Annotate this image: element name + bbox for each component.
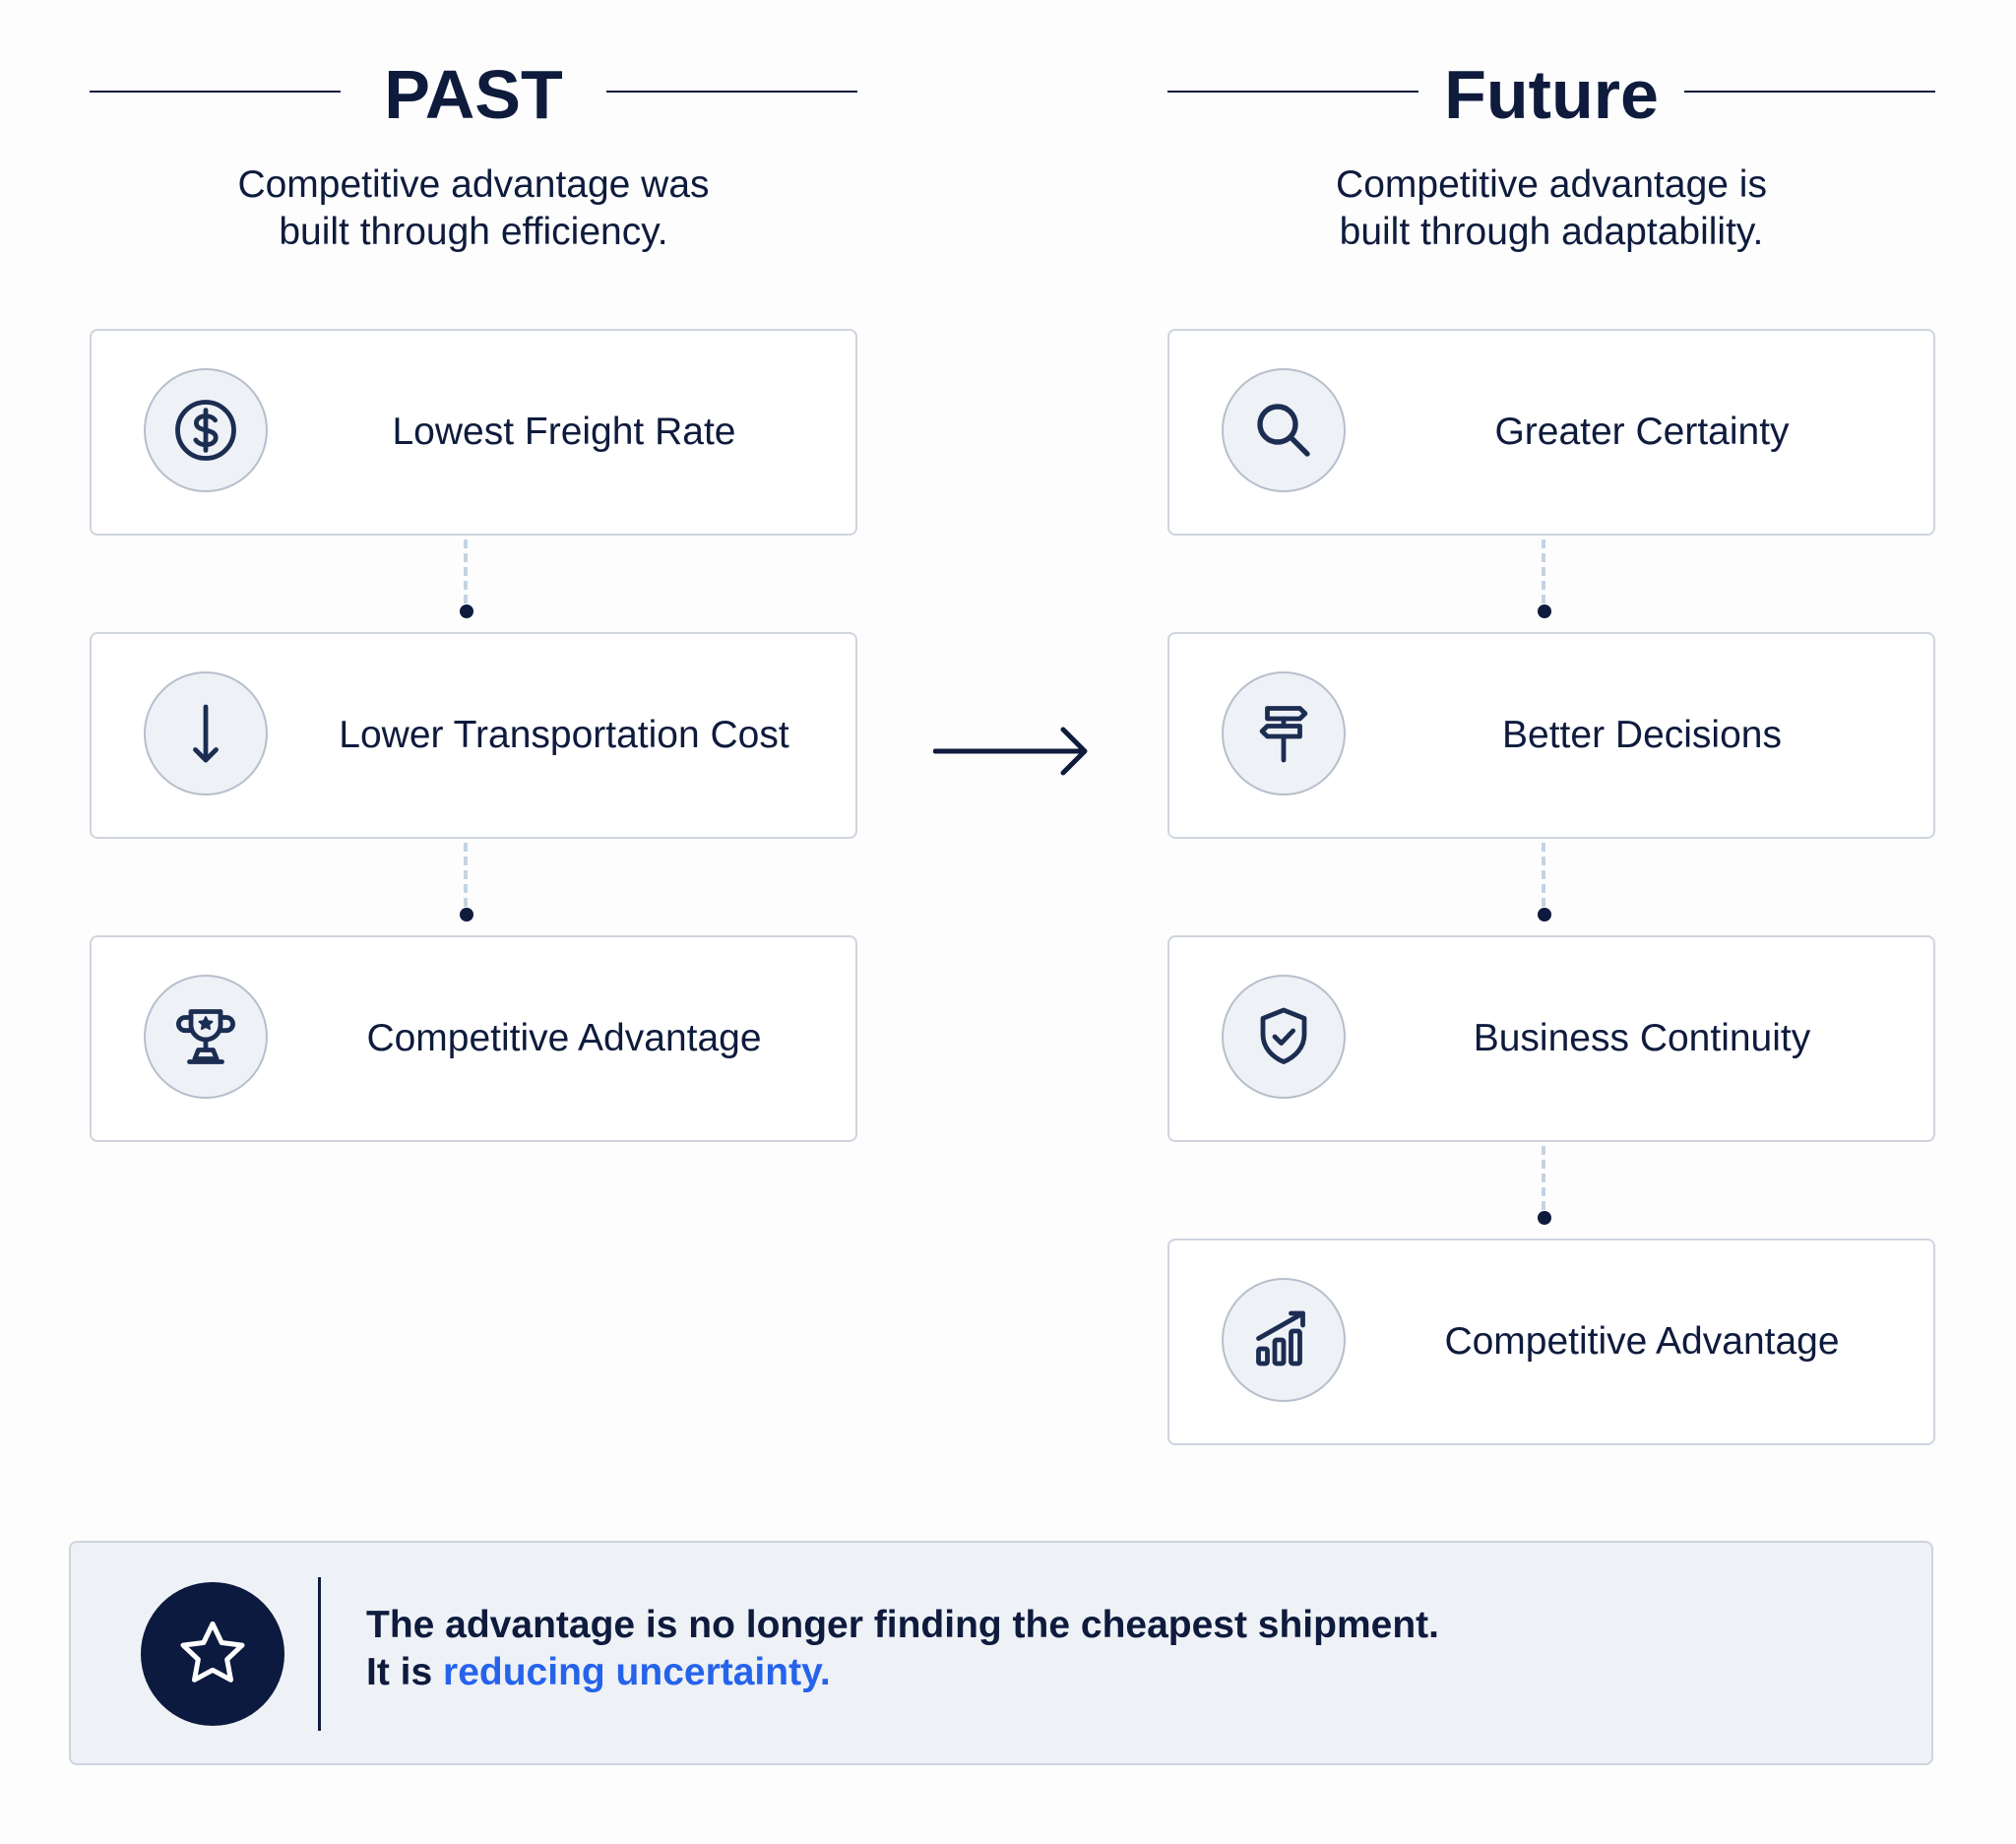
arrow-right-icon (933, 727, 1088, 776)
connector (460, 540, 473, 618)
card-label: Better Decisions (1502, 714, 1782, 756)
banner-highlight: reducing uncertainty. (443, 1651, 831, 1693)
signpost-icon (1222, 671, 1346, 795)
trophy-icon (144, 975, 268, 1099)
banner-line-1: The advantage is no longer finding the c… (366, 1604, 1439, 1646)
banner-divider (318, 1577, 321, 1731)
past-header: PAST (90, 55, 857, 134)
header-rule-right (1684, 91, 1935, 93)
past-subtitle: Competitive advantage was built through … (237, 163, 710, 253)
arrow-down-icon (144, 671, 268, 795)
future-card-better-decisions: Better Decisions (1167, 632, 1935, 839)
future-title: Future (1444, 56, 1659, 133)
connector (1538, 1146, 1551, 1225)
banner-line-2-prefix: It is (366, 1651, 444, 1693)
header-rule-left (90, 91, 341, 93)
card-label: Lowest Freight Rate (392, 411, 736, 453)
future-header: Future (1167, 55, 1935, 134)
card-label: Greater Certainty (1494, 411, 1790, 453)
future-card-greater-certainty: Greater Certainty (1167, 329, 1935, 536)
future-card-business-continuity: Business Continuity (1167, 935, 1935, 1142)
card-label: Lower Transportation Cost (339, 714, 789, 756)
header-rule-left (1167, 91, 1418, 93)
connector (460, 843, 473, 922)
dollar-icon (144, 368, 268, 492)
header-rule-right (606, 91, 857, 93)
card-label: Competitive Advantage (366, 1017, 762, 1059)
future-card-competitive-advantage: Competitive Advantage (1167, 1239, 1935, 1445)
star-badge (141, 1582, 284, 1726)
connector (1538, 540, 1551, 618)
shield-check-icon (1222, 975, 1346, 1099)
star-icon (180, 1621, 245, 1683)
past-card-transport-cost: Lower Transportation Cost (90, 632, 857, 839)
banner-line-2: It is reducing uncertainty. (366, 1649, 1843, 1696)
search-icon (1222, 368, 1346, 492)
connector (1538, 843, 1551, 922)
past-title: PAST (384, 56, 563, 133)
card-label: Business Continuity (1473, 1017, 1811, 1059)
card-label: Competitive Advantage (1444, 1320, 1840, 1363)
conclusion-banner: The advantage is no longer finding the c… (69, 1541, 1933, 1765)
past-card-freight-rate: Lowest Freight Rate (90, 329, 857, 536)
banner-message: The advantage is no longer finding the c… (366, 1602, 1843, 1696)
future-subtitle: Competitive advantage is built through a… (1336, 163, 1767, 253)
past-card-competitive-advantage: Competitive Advantage (90, 935, 857, 1142)
growth-chart-icon (1222, 1278, 1346, 1402)
